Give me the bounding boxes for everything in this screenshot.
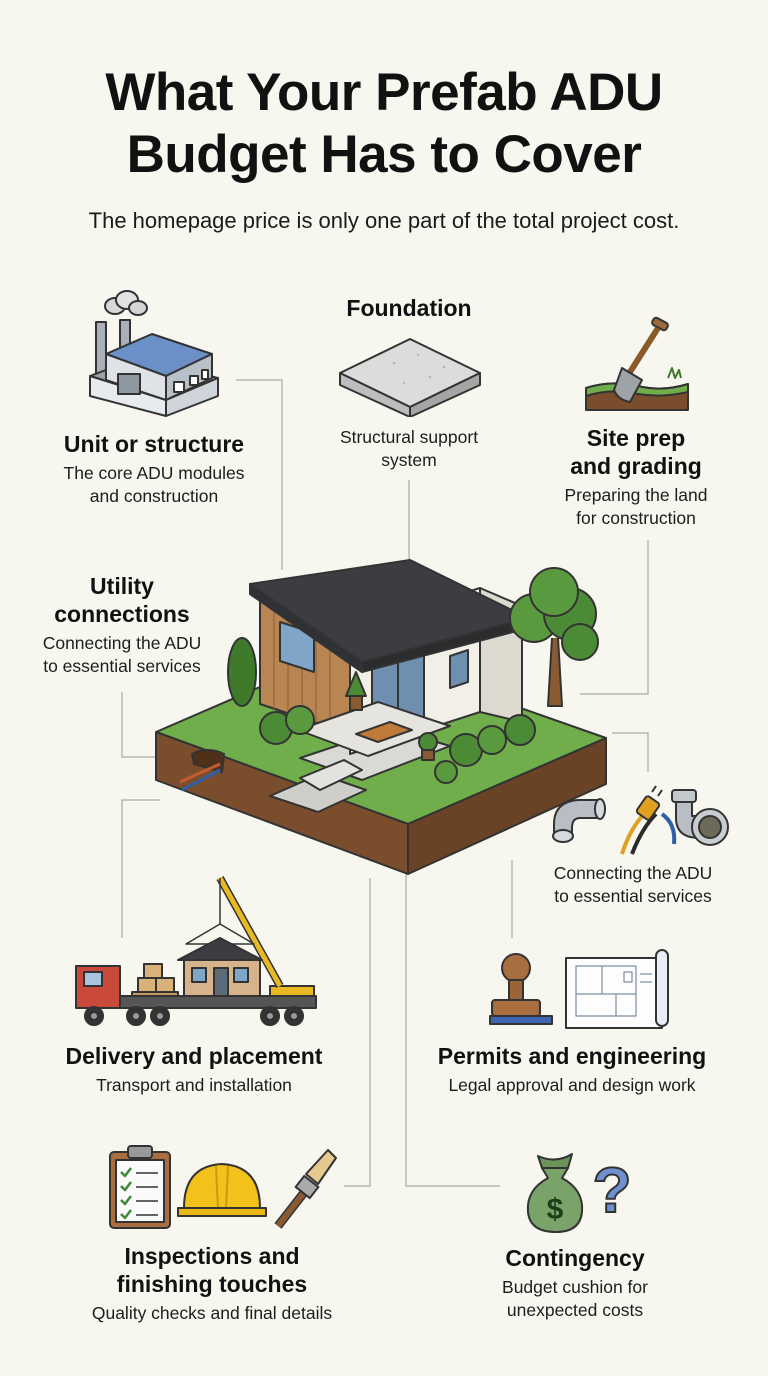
inspections-description: Quality checks and final details	[91, 1303, 333, 1323]
utility-connections-block: Utility connections Connecting the ADU t…	[20, 572, 224, 678]
utility-connections-heading: Utility connections	[20, 572, 224, 628]
inspections-block: Inspections and finishing touches Qualit…	[60, 1242, 364, 1325]
inspections-heading-line-1: Inspections and	[124, 1243, 300, 1269]
svg-text:$: $	[547, 1193, 564, 1226]
foundation-desc-block: Structural support system	[300, 426, 518, 472]
hard-hat-icon	[177, 1163, 267, 1217]
question-mark-icon: ?	[591, 1153, 632, 1227]
utility-connections-description: Connecting the ADU to essential services	[20, 632, 224, 678]
site-prep-block: Site prep and grading Preparing the land…	[530, 424, 742, 530]
permits-heading: Permits and engineering	[437, 1043, 707, 1069]
truck-crane-icon	[75, 876, 317, 1026]
electric-plug-icon	[620, 785, 677, 855]
site-prep-heading-line-1: Site prep	[586, 425, 686, 451]
inspections-heading-line-2: finishing touches	[116, 1271, 308, 1297]
foundation-desc-line-2: system	[381, 450, 437, 470]
permits-block: Permits and engineering Legal approval a…	[410, 1042, 734, 1097]
utility-icons-caption: Connecting the ADU to essential services	[528, 862, 738, 908]
money-bag-icon: $	[526, 1153, 584, 1233]
permits-icons-group	[489, 949, 669, 1029]
utility-heading-line-1: Utility	[90, 573, 154, 599]
clipboard-checklist-icon	[109, 1145, 171, 1229]
foundation-desc-line-1: Structural support	[339, 427, 479, 447]
page-title: What Your Prefab ADU Budget Has to Cover	[0, 62, 768, 186]
page-subtitle: The homepage price is only one part of t…	[88, 208, 680, 233]
page-title-line-1: What Your Prefab ADU	[105, 63, 663, 122]
site-prep-desc-line-2: for construction	[576, 508, 696, 528]
site-prep-desc-line-1: Preparing the land	[564, 485, 708, 505]
paintbrush-icon	[274, 1149, 337, 1229]
contingency-icons-group: $ ?	[526, 1153, 633, 1233]
utility-heading-line-2: connections	[54, 601, 190, 627]
contingency-heading: Contingency	[505, 1245, 645, 1271]
contingency-description: Budget cushion for unexpected costs	[470, 1276, 680, 1322]
blueprint-icon	[565, 949, 669, 1029]
pipe-icon	[671, 789, 729, 846]
contingency-desc-line-2: unexpected costs	[506, 1300, 644, 1320]
contingency-block: Contingency Budget cushion for unexpecte…	[470, 1244, 680, 1322]
rubber-stamp-icon	[489, 953, 553, 1025]
site-prep-description: Preparing the land for construction	[530, 484, 742, 530]
factory-icon	[89, 290, 219, 417]
unit-structure-desc-line-1: The core ADU modules	[63, 463, 245, 483]
contingency-desc-line-1: Budget cushion for	[502, 1277, 648, 1297]
delivery-heading: Delivery and placement	[65, 1043, 323, 1069]
utility-icons-desc-line-2: to essential services	[554, 886, 712, 906]
unit-structure-heading: Unit or structure	[63, 431, 245, 457]
foundation-heading: Foundation	[346, 295, 472, 321]
adu-house-on-lot-icon	[155, 559, 607, 875]
unit-structure-block: Unit or structure The core ADU modules a…	[40, 430, 268, 508]
svg-text:?: ?	[592, 1154, 631, 1226]
pipe-elbow-icon	[552, 798, 606, 843]
foundation-description: Structural support system	[300, 426, 518, 472]
concrete-slab-icon	[339, 338, 481, 417]
utility-icons-group	[552, 785, 729, 855]
permits-description: Legal approval and design work	[448, 1075, 696, 1095]
inspections-heading: Inspections and finishing touches	[60, 1242, 364, 1298]
utility-icons-desc-line-1: Connecting the ADU	[553, 863, 713, 883]
foundation-title-block: Foundation	[300, 294, 518, 322]
site-prep-heading-line-2: and grading	[570, 453, 702, 479]
unit-structure-description: The core ADU modules and construction	[40, 462, 268, 508]
delivery-description: Transport and installation	[96, 1075, 292, 1095]
site-prep-heading: Site prep and grading	[530, 424, 742, 480]
delivery-block: Delivery and placement Transport and ins…	[34, 1042, 354, 1097]
unit-structure-desc-line-2: and construction	[89, 486, 219, 506]
utility-desc-line-1: Connecting the ADU	[42, 633, 202, 653]
inspections-icons-group	[109, 1145, 337, 1229]
page-title-line-2: Budget Has to Cover	[126, 125, 642, 184]
utility-icons-description: Connecting the ADU to essential services	[528, 862, 738, 908]
utility-desc-line-2: to essential services	[43, 656, 201, 676]
shovel-icon	[585, 316, 689, 411]
